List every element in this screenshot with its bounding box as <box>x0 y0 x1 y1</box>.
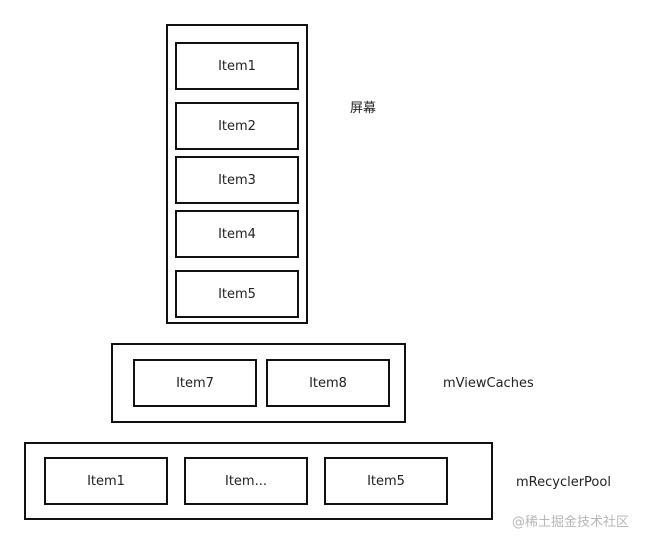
view-caches-label: mViewCaches <box>443 376 534 391</box>
view-caches-item: Item7 <box>133 359 257 407</box>
screen-item: Item5 <box>175 270 299 318</box>
recycler-pool-item: Item5 <box>324 457 448 505</box>
watermark: @稀土掘金技术社区 <box>512 515 630 530</box>
screen-item: Item3 <box>175 156 299 204</box>
screen-item: Item2 <box>175 102 299 150</box>
recycler-pool-item: Item1 <box>44 457 168 505</box>
recycler-pool-label: mRecyclerPool <box>516 475 611 490</box>
recycler-pool-item: Item... <box>184 457 308 505</box>
screen-item: Item4 <box>175 210 299 258</box>
view-caches-item: Item8 <box>266 359 390 407</box>
screen-label: 屏幕 <box>350 101 377 116</box>
screen-item: Item1 <box>175 42 299 90</box>
